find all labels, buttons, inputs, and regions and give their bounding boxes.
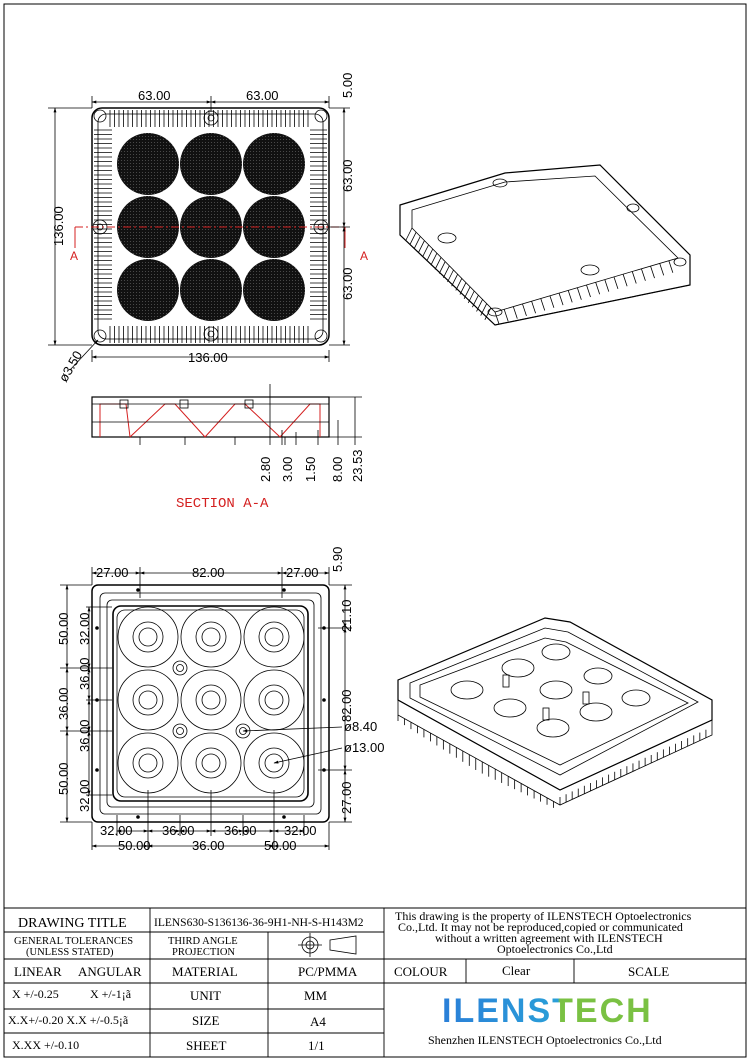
- tb-unless-stated: (UNLESS STATED): [26, 947, 114, 958]
- company-logo: ILENSTECH: [442, 992, 653, 1030]
- tb-tol-x-angular: X +/-1¡ã: [90, 987, 132, 1001]
- dim-section-8-00: 8.00: [330, 457, 345, 482]
- title-block: DRAWING TITLE ILENS630-S136136-36-9H1-NH…: [3, 907, 747, 1058]
- tb-notice-3: without a written agreement with ILENSTE…: [435, 931, 663, 945]
- bottom-dim-right-2: 82.00: [339, 689, 354, 722]
- tb-scale-label: SCALE: [628, 964, 669, 979]
- heatsink-fins: [94, 110, 327, 343]
- bottom-dim-top-2: 82.00: [192, 565, 225, 580]
- bottom-dim-inner-2: 36.00: [162, 823, 195, 838]
- bottom-dim-inner-4: 32.00: [284, 823, 317, 838]
- iso-fins-bottom: [397, 715, 707, 808]
- section-title: SECTION A-A: [176, 496, 269, 512]
- tb-drawing-number: ILENS630-S136136-36-9H1-NH-S-H143M2: [154, 917, 364, 929]
- tb-linear: LINEAR: [14, 964, 62, 979]
- iso-view-bottom: [397, 617, 713, 808]
- tb-size-label: SIZE: [192, 1013, 220, 1028]
- callout-dia-8-40: ø8.40: [344, 719, 377, 734]
- dim-height-136: 136.00: [51, 206, 66, 246]
- dim-section-2-80: 2.80: [258, 457, 273, 482]
- bottom-dim-left-inner-3: 36.00: [77, 719, 92, 752]
- tb-notice-2: Co.,Ltd. It may not be reproduced,copied…: [398, 920, 683, 934]
- tb-material-label: MATERIAL: [172, 964, 238, 979]
- dim-right-2: 63.00: [340, 267, 355, 300]
- bottom-dim-top-3: 27.00: [286, 565, 319, 580]
- dim-section-23-53: 23.53: [350, 449, 365, 482]
- dim-section-3-00: 3.00: [280, 457, 295, 482]
- bottom-dim-left-outer-3: 50.00: [56, 762, 71, 795]
- tb-sheet-label: SHEET: [186, 1038, 227, 1053]
- tb-general-tolerances: GENERAL TOLERANCES: [14, 936, 133, 947]
- projection-symbol: [298, 933, 357, 957]
- bottom-dim-left-outer-2: 36.00: [56, 687, 71, 720]
- section-mark-right: A: [360, 249, 368, 263]
- tb-unit-value: MM: [304, 988, 328, 1003]
- bottom-dim-left-inner-2: 36.00: [77, 657, 92, 690]
- tb-material-value: PC/PMMA: [298, 964, 358, 979]
- bottom-dim-outer-2: 36.00: [192, 838, 225, 853]
- tb-tol-x-linear: X +/-0.25: [12, 987, 59, 1001]
- section-mark-left: A: [70, 249, 78, 263]
- bottom-dim-inner-1: 32.00: [100, 823, 133, 838]
- tb-company-name: Shenzhen ILENSTECH Optoelectronics Co.,L…: [428, 1033, 662, 1047]
- bottom-dim-right-1: 21.10: [339, 599, 354, 632]
- section-view: 2.80 3.00 1.50 8.00 23.53 SECTION A-A: [91, 384, 365, 512]
- dim-width-136: 136.00: [188, 350, 228, 365]
- bottom-dim-outer-1: 50.00: [118, 838, 151, 853]
- tb-angular: ANGULAR: [78, 964, 142, 979]
- tb-colour-label: COLOUR: [394, 964, 448, 979]
- bottom-view: 27.00 82.00 27.00 5.90 50.00 36.00 50.00…: [56, 547, 384, 853]
- tb-third-angle: THIRD ANGLE: [168, 936, 238, 947]
- tb-size-value: A4: [310, 1014, 326, 1029]
- tb-colour-value: Clear: [502, 963, 531, 978]
- bottom-dim-left-inner-4: 32.00: [77, 779, 92, 812]
- bottom-dim-left-outer-1: 50.00: [56, 612, 71, 645]
- bottom-dim-left-inner-1: 32.00: [77, 612, 92, 645]
- bottom-dim-top-4: 5.90: [330, 547, 345, 572]
- bottom-dim-top-1: 27.00: [96, 565, 129, 580]
- tb-unit-label: UNIT: [190, 988, 221, 1003]
- tb-sheet-value: 1/1: [308, 1038, 325, 1053]
- dim-top-1: 63.00: [138, 88, 171, 103]
- top-view: A A 63.00 63.00 5.00 63.00 63.00 136.00 …: [48, 73, 368, 385]
- tb-notice-4: Optoelectronics Co.,Ltd: [497, 942, 613, 956]
- bottom-dim-outer-3: 50.00: [264, 838, 297, 853]
- iso-view-top: [399, 164, 691, 326]
- tb-drawing-title-label: DRAWING TITLE: [18, 916, 127, 931]
- dim-right-1: 63.00: [340, 159, 355, 192]
- tb-tol-xxx: X.XX +/-0.10: [12, 1038, 79, 1052]
- iso-fins: [405, 227, 674, 325]
- bottom-dim-inner-3: 36.00: [224, 823, 257, 838]
- tb-notice-1: This drawing is the property of ILENSTEC…: [395, 909, 692, 923]
- tb-projection: PROJECTION: [172, 947, 235, 958]
- dim-top-2: 63.00: [246, 88, 279, 103]
- dim-right-5: 5.00: [340, 73, 355, 98]
- bottom-dim-right-3: 27.00: [339, 781, 354, 814]
- dim-hole-dia: ø3.50: [56, 348, 86, 384]
- tb-tol-xx: X.X+/-0.20 X.X +/-0.5¡ã: [8, 1013, 129, 1027]
- callout-dia-13-00: ø13.00: [344, 740, 384, 755]
- dim-section-1-50: 1.50: [303, 457, 318, 482]
